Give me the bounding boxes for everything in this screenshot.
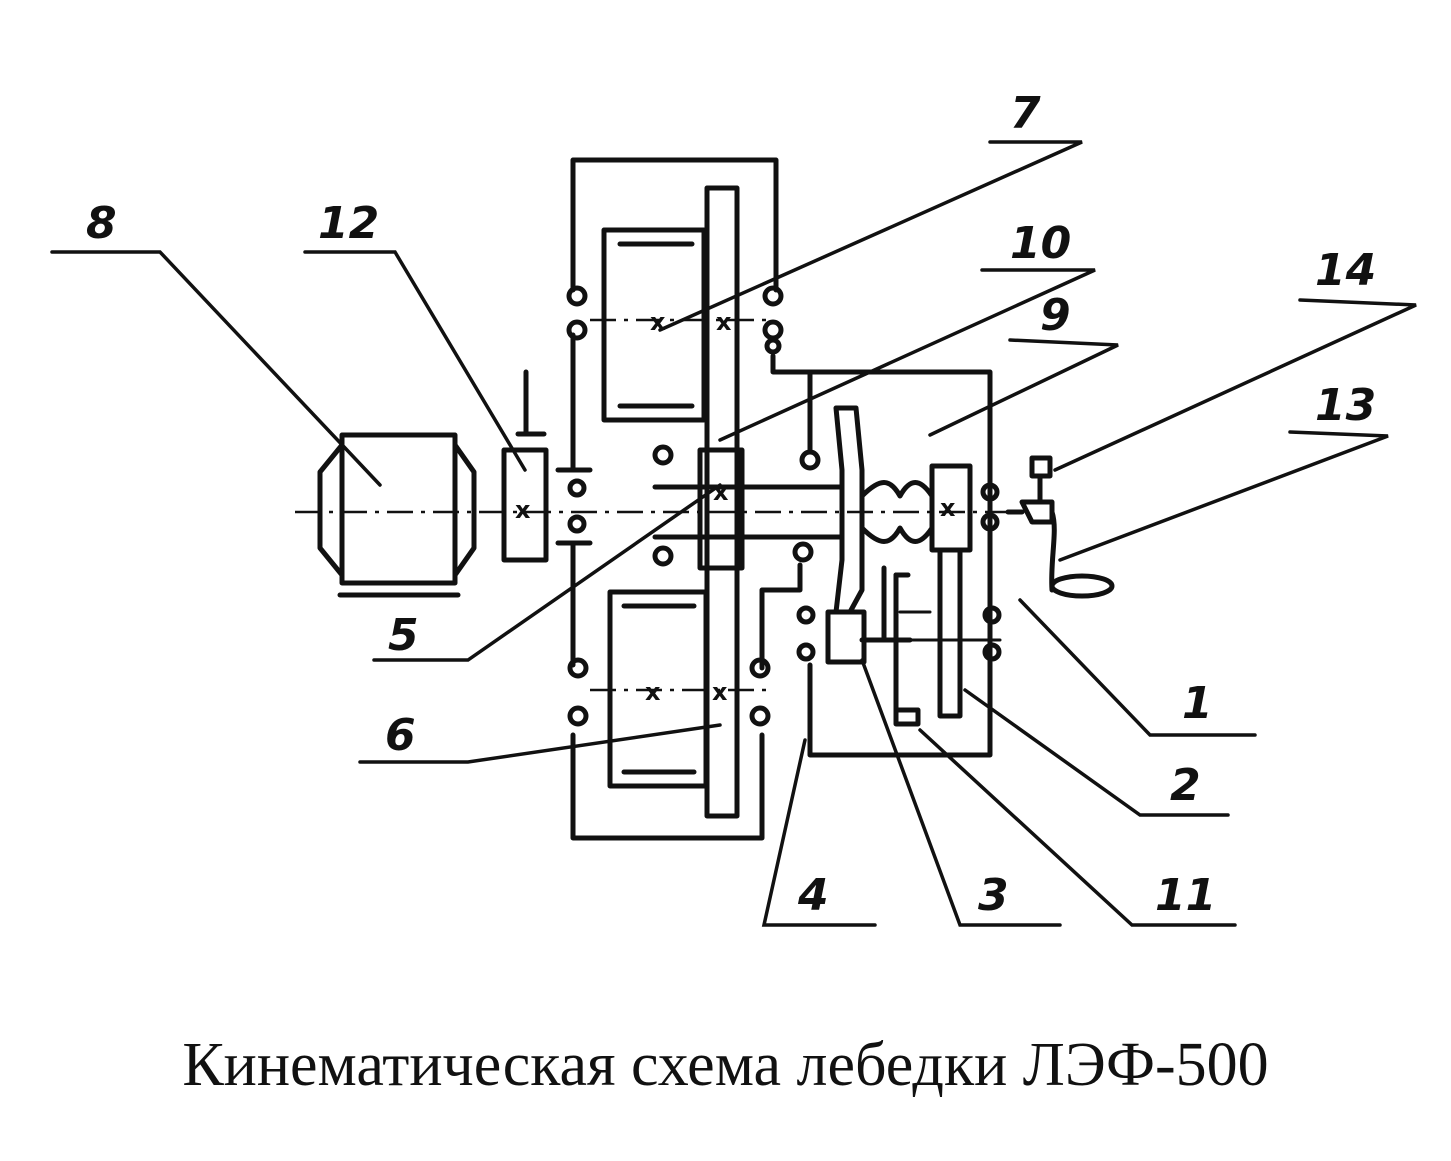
upper-ring-cross: x [716,308,732,336]
central-shaft [652,484,843,540]
label-6: 6 [385,710,416,761]
ring-gear: x [697,185,745,819]
coupling-cross-mark: x [515,496,531,524]
label-12: 12 [318,198,379,249]
label-3: 3 [978,870,1009,921]
label-4: 4 [797,870,829,921]
hand-crank [1005,455,1115,599]
gearbox-housing [759,353,993,758]
label-14: 14 [1315,245,1376,296]
diagram-caption: Кинематическая схема лебедки ЛЭФ-500 [182,1031,1269,1099]
lower-satellite-cross: x [645,678,661,706]
sun-gear-cross: x [713,478,729,506]
winch-drum: x [825,405,1002,727]
leader-lines [50,140,1417,927]
label-2: 2 [1170,760,1201,811]
coupling: x [501,369,549,563]
label-9: 9 [1040,290,1071,341]
planetary-carrier-frame [555,157,779,841]
lower-satellite-gear: x x [590,589,770,789]
label-13: 13 [1315,380,1376,431]
worm-gear-cross: x [940,494,956,522]
label-5: 5 [388,610,419,661]
lower-ring-cross: x [712,678,728,706]
label-11: 11 [1155,870,1216,921]
label-7: 7 [1010,88,1041,139]
upper-satellite-cross: x [650,308,666,336]
label-8: 8 [86,198,117,249]
electric-motor [317,432,477,598]
label-10: 10 [1010,218,1071,269]
upper-satellite-gear: x x [590,227,770,423]
label-1: 1 [1182,678,1213,729]
